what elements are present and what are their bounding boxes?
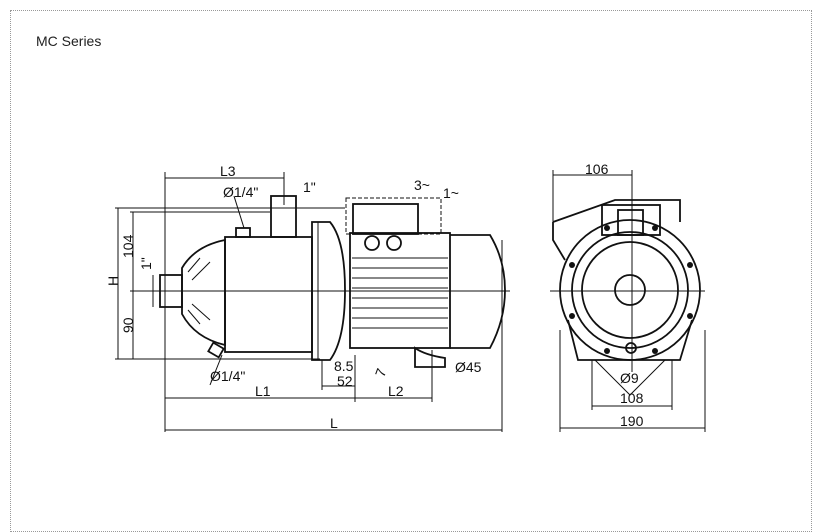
hole-diameter: Ø9 [620, 370, 639, 386]
single-phase-label: 1~ [443, 185, 459, 201]
three-phase-label: 3~ [414, 177, 430, 193]
dim-90: 90 [120, 317, 136, 333]
inlet-label: 1" [138, 257, 154, 270]
dim-190: 190 [620, 413, 644, 429]
side-view [115, 172, 510, 432]
dim-l1: L1 [255, 383, 271, 399]
dim-l: L [330, 415, 338, 431]
pump-drawing: L3 Ø1/4" 1" 3~ 1~ 104 H 1" 90 Ø1/4" 8.5 … [105, 161, 706, 432]
port-top-label: Ø1/4" [223, 184, 258, 200]
dim-104: 104 [120, 234, 136, 258]
side-view-labels: L3 Ø1/4" 1" 3~ 1~ 104 H 1" 90 Ø1/4" 8.5 … [105, 163, 482, 431]
front-view [550, 170, 706, 432]
dim-8-5: 8.5 [334, 358, 354, 374]
port-bottom-label: Ø1/4" [210, 368, 245, 384]
dim-108: 108 [620, 390, 644, 406]
dim-l2: L2 [388, 383, 404, 399]
dim-52: 52 [337, 373, 353, 389]
dim-h: H [105, 276, 121, 286]
outlet-label: 1" [303, 179, 316, 195]
dim-106: 106 [585, 161, 609, 177]
dim-l3: L3 [220, 163, 236, 179]
dim-7: 7 [372, 366, 390, 379]
series-title: MC Series [36, 33, 102, 49]
front-view-labels: 106 Ø9 108 190 [585, 161, 644, 429]
foot-diameter: Ø45 [455, 359, 482, 375]
